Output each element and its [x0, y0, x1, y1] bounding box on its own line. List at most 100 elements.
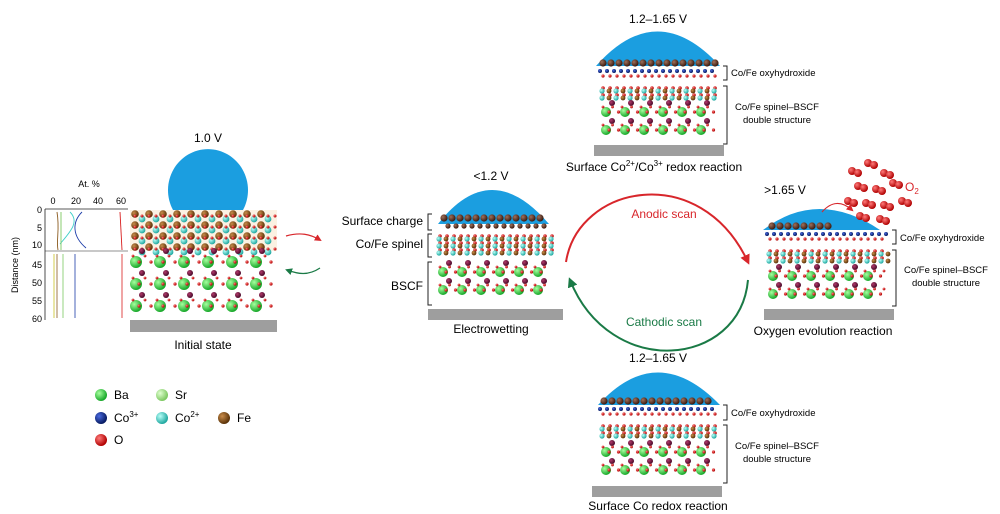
co-fe-atom [522, 278, 528, 284]
oxygen-atom [645, 110, 649, 114]
co-fe-atom [235, 292, 241, 298]
oxygen-atom [649, 123, 652, 127]
surface-atom [472, 214, 480, 222]
oxygen-atom [852, 237, 856, 241]
surface-atom [509, 223, 515, 229]
oxygen-atom [635, 450, 640, 454]
oxygen-atom [510, 288, 515, 292]
fe-atom [620, 433, 626, 439]
oxygen-atom [824, 237, 828, 241]
oxygen-atom [873, 237, 877, 241]
fe-atom [471, 236, 477, 242]
oxygen-atom [131, 298, 135, 302]
oxygen-atom [866, 237, 870, 241]
oxygen-atom [802, 274, 807, 278]
co2-atom [264, 248, 272, 256]
oxygen-atom [224, 225, 228, 229]
ba-atom [250, 278, 262, 290]
oxygen-atom [687, 123, 690, 127]
fe-atom [229, 210, 237, 218]
oxygen-atom [196, 214, 200, 218]
fe-atom [801, 251, 807, 257]
oxygen-atom [692, 128, 697, 132]
ba-atom [178, 256, 190, 268]
fe-atom [620, 95, 626, 101]
ba-atom [250, 300, 262, 312]
oxygen-atom [133, 225, 137, 229]
surface-atom [533, 223, 539, 229]
oxygen-atom [173, 304, 177, 308]
oxygen-atom [696, 123, 700, 127]
co3-atom [828, 232, 832, 236]
co2-atom [194, 237, 202, 245]
co-fe-atom [685, 440, 691, 446]
oxygen-atom [768, 269, 772, 273]
oxygen-atom [524, 283, 527, 287]
surface-atom [631, 59, 639, 67]
surface-atom [776, 222, 784, 230]
co-fe-atom [833, 264, 839, 270]
oxygen-atom [529, 288, 534, 292]
fe-atom [676, 433, 682, 439]
co-fe-atom [163, 248, 169, 254]
co-fe-atom [211, 292, 217, 298]
co2-atom [669, 426, 675, 432]
co2-atom [599, 95, 605, 101]
oxygen-atom [630, 123, 633, 127]
electrowetting-caption: Electrowetting [453, 322, 528, 336]
co-fe-atom [139, 292, 145, 298]
ba-atom [202, 256, 214, 268]
fe-atom [229, 221, 237, 229]
fe-atom [229, 243, 237, 251]
o2-bubbles [844, 159, 912, 225]
fe-atom [173, 221, 181, 229]
oxygen-atom [711, 450, 716, 454]
co-fe-atom [871, 282, 877, 288]
fe-atom [215, 232, 223, 240]
oxygen-atom [687, 445, 690, 449]
co2-atom [599, 426, 605, 432]
oxygen-atom [629, 74, 633, 78]
co2-atom [655, 95, 661, 101]
electrowetting-voltage: <1.2 V [473, 169, 508, 183]
co3-atom [884, 232, 888, 236]
oxygen-atom [650, 74, 654, 78]
oxygen-atom [810, 237, 814, 241]
oxygen-atom [161, 225, 165, 229]
oxygen-atom [197, 282, 201, 286]
fe-atom [257, 232, 265, 240]
co-fe-atom [139, 248, 145, 254]
oxygen-atom [197, 304, 201, 308]
oxygen-atom [706, 74, 710, 78]
co2-atom [794, 251, 800, 257]
co3-atom [842, 232, 846, 236]
co-fe-atom [704, 458, 710, 464]
surface-atom [768, 222, 776, 230]
oxygen-atom [251, 276, 255, 280]
initial-voltage: 1.0 V [194, 131, 222, 145]
oxygen-atom [636, 412, 640, 416]
oxygen-atom [266, 247, 270, 251]
fe-atom [662, 88, 668, 94]
label-bscf: BSCF [391, 279, 423, 293]
co2-atom [152, 248, 160, 256]
oxygen-atom [252, 247, 256, 251]
oxygen-atom [683, 450, 687, 454]
oxygen-atom [711, 128, 716, 132]
oxygen-atom [167, 298, 171, 302]
co2-atom [264, 215, 272, 223]
fe-atom [485, 250, 491, 256]
oxygen-atom [215, 254, 219, 258]
oxygen-atom [711, 110, 716, 114]
co2-atom [250, 215, 258, 223]
co3-atom [668, 69, 672, 73]
co-fe-atom [465, 278, 471, 284]
top-substrate [594, 145, 724, 156]
fe-atom [704, 426, 710, 432]
initial-droplet [168, 149, 248, 210]
oxygen-atom [448, 265, 451, 269]
oxygen-atom [783, 292, 788, 296]
oxygen-atom [463, 288, 467, 292]
oer-label-double-b: double structure [912, 278, 980, 289]
oxygen-atom [203, 214, 207, 218]
